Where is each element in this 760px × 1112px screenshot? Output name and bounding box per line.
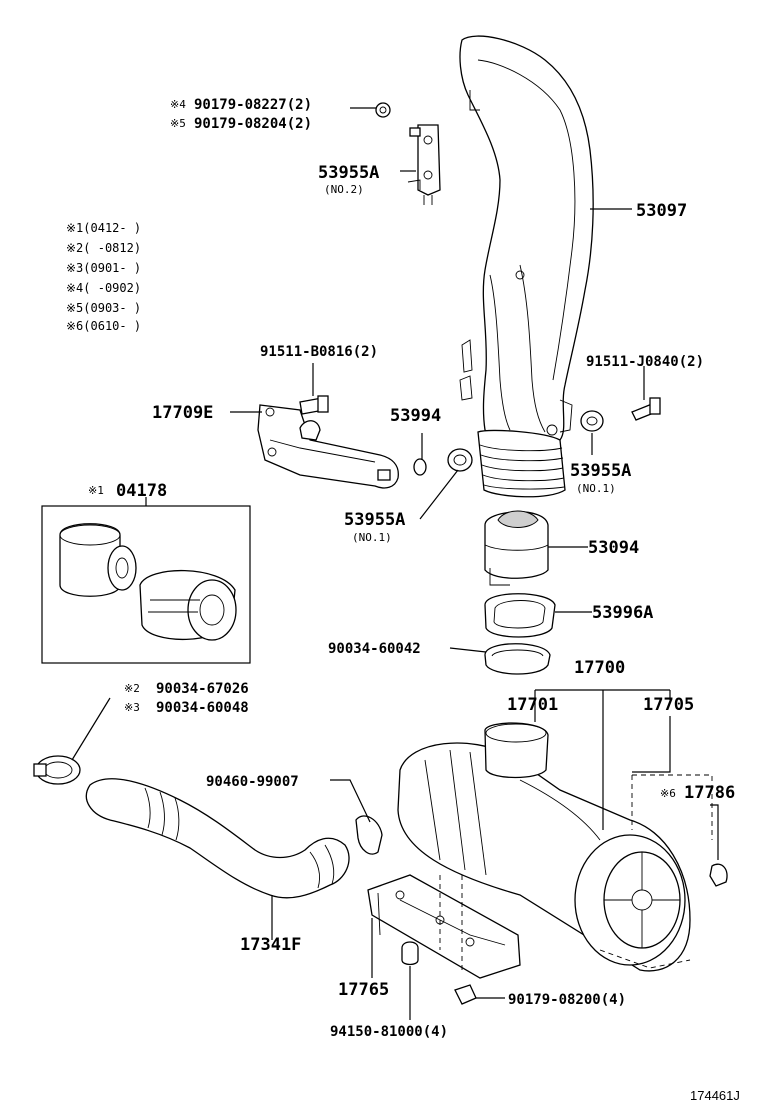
label-53955a-right-note: (NO.1) (576, 482, 616, 495)
label-53955a-no2-note: (NO.2) (324, 183, 364, 196)
bracket-17765 (367, 874, 521, 1005)
legend-item: ※1(0412- ) (66, 221, 141, 235)
mark-4: ※4 (170, 98, 186, 111)
label-91511-b0816: 91511-B0816(2) (260, 344, 378, 360)
legend-item: ※2( -0812) (66, 241, 141, 255)
stay-17709e (257, 395, 399, 489)
legend-item: ※3(0901- ) (66, 261, 141, 275)
intake-duct-53097 (459, 35, 594, 446)
duct-bellows (477, 429, 566, 498)
label-17700: 17700 (574, 658, 625, 678)
label-90034-60042: 90034-60042 (328, 641, 421, 657)
label-90034-60048: 90034-60048 (156, 700, 249, 716)
grommet-53955a-right (580, 397, 661, 432)
filter-kit-box-04178 (41, 505, 251, 664)
label-53094: 53094 (588, 538, 639, 558)
air-cleaner-17700 (397, 722, 728, 972)
label-17709e: 17709E (152, 403, 213, 423)
mark-5: ※5 (170, 117, 186, 130)
mark-1: ※1 (88, 484, 104, 497)
label-94150-81000: 94150-81000(4) (330, 1024, 448, 1040)
legend-item: ※5(0903- ) (66, 301, 141, 315)
mark-3: ※3 (124, 701, 140, 714)
label-90179-08200: 90179-08200(4) (508, 992, 626, 1008)
grommet-53955a-left (447, 448, 473, 472)
label-04178: 04178 (116, 481, 167, 501)
label-53955a-left-note: (NO.1) (352, 531, 392, 544)
leader-lines (71, 107, 719, 1020)
label-90460-99007: 90460-99007 (206, 774, 299, 790)
date-legend: ※1(0412- ) ※2( -0812) ※3(0901- ) ※4( -09… (66, 221, 141, 333)
label-53955a-right: 53955A (570, 461, 631, 481)
label-90179-08227: 90179-08227(2) (194, 97, 312, 113)
legend-item: ※4( -0902) (66, 281, 141, 295)
washer-53994 (413, 458, 427, 476)
label-17765: 17765 (338, 980, 389, 1000)
label-53994: 53994 (390, 406, 441, 426)
band-90034-60042 (484, 643, 551, 675)
label-90179-08204: 90179-08204(2) (194, 116, 312, 132)
seal-53996a (484, 593, 556, 638)
label-17701: 17701 (507, 695, 558, 715)
part-labels: ※4 90179-08227(2) ※5 90179-08204(2) 5395… (88, 97, 735, 1040)
hose-17341f (33, 755, 383, 899)
bracket-53955a-no2 (375, 102, 441, 205)
label-53955a-no2: 53955A (318, 163, 379, 183)
label-53996a: 53996A (592, 603, 653, 623)
label-91511-j0840: 91511-J0840(2) (586, 354, 704, 370)
label-53097: 53097 (636, 201, 687, 221)
label-17341f: 17341F (240, 935, 301, 955)
mark-2: ※2 (124, 682, 140, 695)
cap-53094 (484, 510, 549, 586)
label-53955a-left: 53955A (344, 510, 405, 530)
label-90034-67026: 90034-67026 (156, 681, 249, 697)
legend-item: ※6(0610- ) (66, 319, 141, 333)
figure-id: 174461J (690, 1088, 740, 1103)
label-17705: 17705 (643, 695, 694, 715)
mark-6: ※6 (660, 787, 676, 800)
label-17786: 17786 (684, 783, 735, 803)
